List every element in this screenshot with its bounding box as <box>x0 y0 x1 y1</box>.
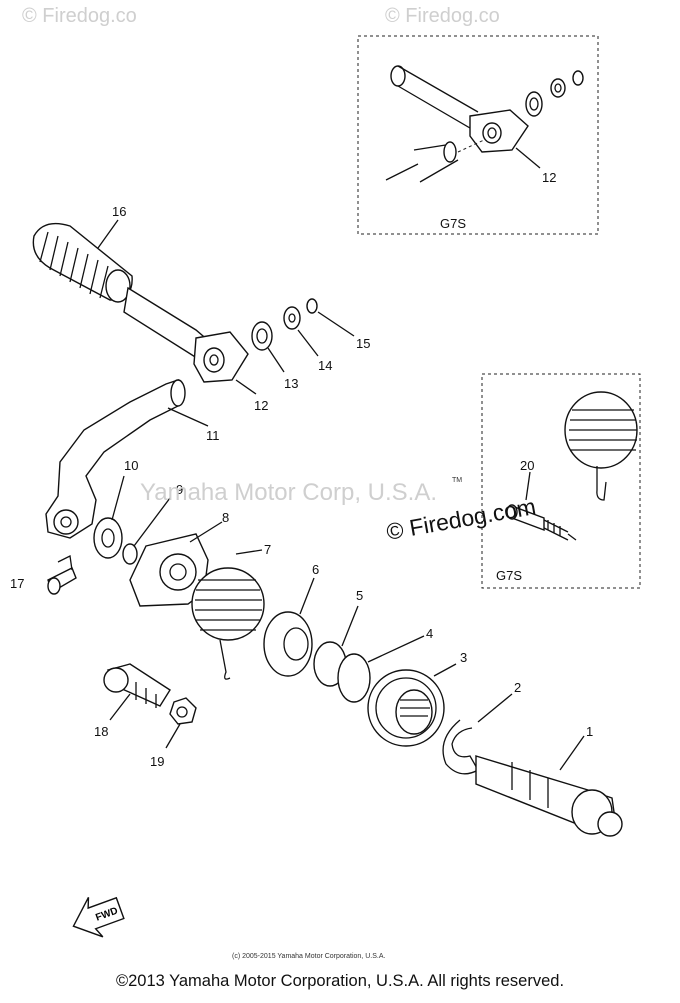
small-copyright: (c) 2005-2015 Yamaha Motor Corporation, … <box>232 953 385 960</box>
watermark-center: Yamaha Motor Corp, U.S.A. <box>140 479 437 506</box>
callout-14: 14 <box>318 358 332 373</box>
callout-13: 13 <box>284 376 298 391</box>
callout-11: 11 <box>206 428 220 443</box>
callout-9: 9 <box>176 482 183 497</box>
callout-10: 10 <box>124 458 138 473</box>
callout-7: 7 <box>264 542 271 557</box>
main-spring: 7 <box>191 542 271 680</box>
callout-1: 1 <box>586 724 593 739</box>
callout-5: 5 <box>356 588 363 603</box>
spring-inset <box>564 391 638 501</box>
callout-3: 3 <box>460 650 467 665</box>
callout-19: 19 <box>150 754 164 769</box>
callout-6: 6 <box>312 562 319 577</box>
callout-12-top: 12 <box>542 170 556 185</box>
callout-17: 17 <box>10 576 24 591</box>
kick-lever: 11 <box>45 379 220 539</box>
kick-grip: 16 <box>32 204 133 303</box>
kick-shaft: 1 <box>475 724 623 837</box>
callout-18: 18 <box>94 724 108 739</box>
callout-15: 15 <box>356 336 370 351</box>
callout-4: 4 <box>426 626 433 641</box>
inset-top: 12 G7S <box>357 35 599 235</box>
callout-2: 2 <box>514 680 521 695</box>
watermark-top-left: © Firedog.co <box>22 5 137 27</box>
callout-16: 16 <box>112 204 126 219</box>
footer-copyright: ©2013 Yamaha Motor Corporation, U.S.A. A… <box>115 972 565 990</box>
callout-12: 12 <box>254 398 268 413</box>
watermark-tm: TM <box>452 477 462 484</box>
watermark-top-right: © Firedog.co <box>385 5 500 27</box>
callout-8: 8 <box>222 510 229 525</box>
inset-right: 20 G7S <box>481 373 641 589</box>
inset-right-label: G7S <box>496 568 522 583</box>
inset-top-label: G7S <box>440 216 466 231</box>
kick-gear: 3 <box>367 650 467 747</box>
fwd-arrow: FWD <box>72 896 125 938</box>
callout-20: 20 <box>520 458 534 473</box>
